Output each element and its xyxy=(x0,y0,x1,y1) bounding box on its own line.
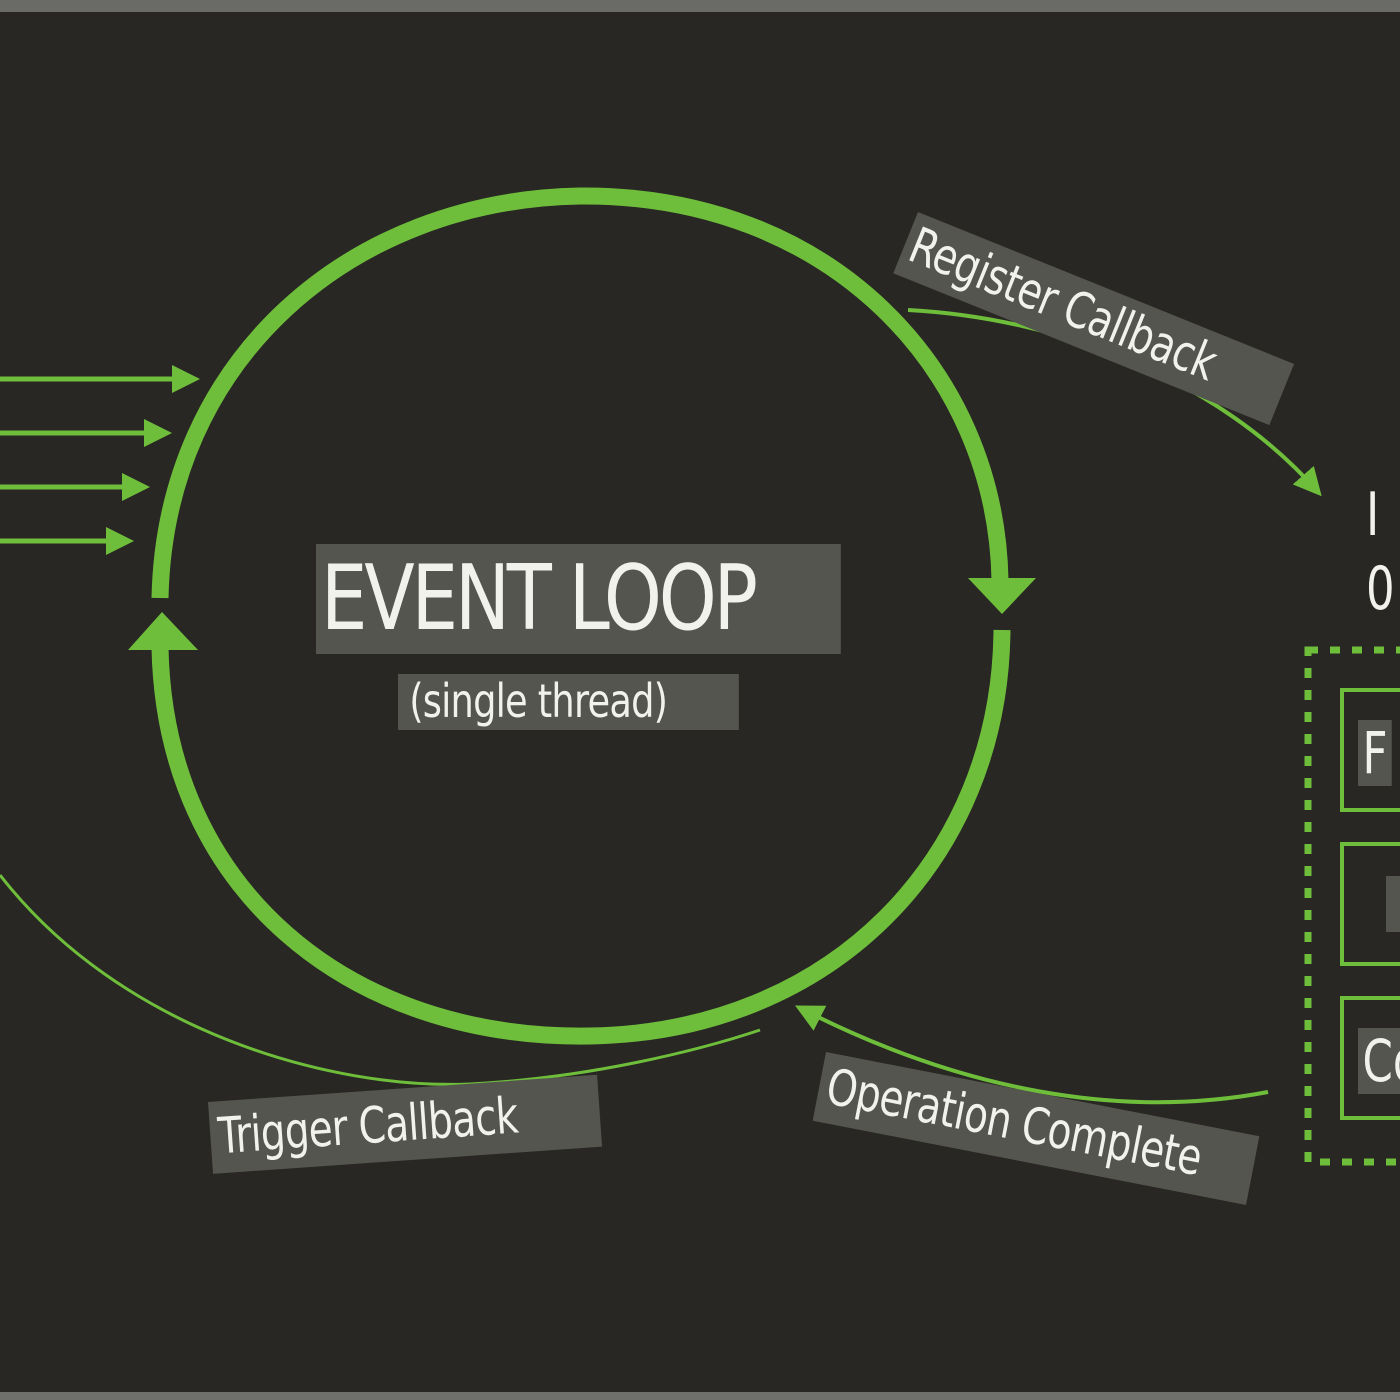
io-heading-line-1: I xyxy=(1366,480,1380,550)
operation-box: Co xyxy=(1340,996,1400,1120)
operation-box-label: F xyxy=(1358,720,1393,786)
io-operations-heading: I 0 xyxy=(1366,478,1396,626)
incoming-arrow-head xyxy=(172,365,200,393)
operation-complete-arrow xyxy=(795,1005,1269,1105)
loop-arc-clockwise xyxy=(151,187,1009,599)
incoming-arrows xyxy=(0,365,200,555)
event-loop-title: EVENT LOOP xyxy=(316,544,841,654)
io-heading-line-2: 0 xyxy=(1366,554,1395,624)
operation-box xyxy=(1340,842,1400,966)
operation-box-label xyxy=(1386,876,1400,932)
bottom-border-strip xyxy=(0,1392,1400,1400)
incoming-arrow-head xyxy=(106,527,134,555)
operation-box: F xyxy=(1340,688,1400,812)
operation-box-label: Co xyxy=(1358,1028,1400,1094)
top-border-strip xyxy=(0,0,1400,12)
operations-container xyxy=(1304,646,1400,1166)
event-loop-subtitle: (single thread) xyxy=(398,674,739,730)
trigger-callback-arrow xyxy=(0,874,761,1086)
loop-arc-lower xyxy=(151,629,1011,1045)
incoming-arrow-head xyxy=(144,419,172,447)
incoming-arrow-head xyxy=(122,473,150,501)
event-loop-ring xyxy=(128,187,1036,1045)
loop-arrowhead-up xyxy=(128,612,198,650)
loop-arrowhead-down xyxy=(968,578,1036,614)
